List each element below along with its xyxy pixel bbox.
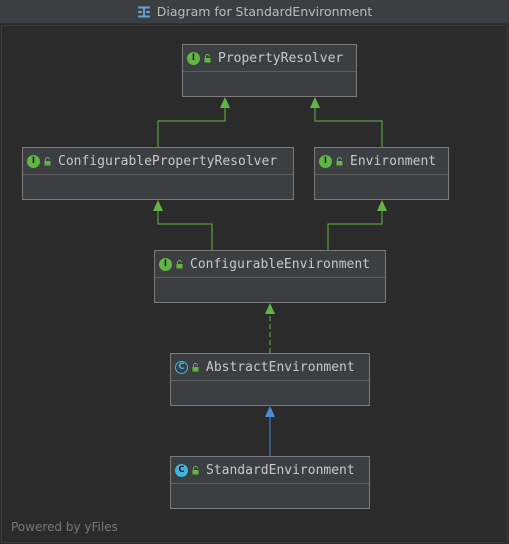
node-configurable-property-resolver[interactable]: I ConfigurablePropertyResolver	[22, 147, 294, 200]
lock-icon	[204, 53, 211, 63]
inheritance-edges	[153, 97, 387, 456]
node-label: PropertyResolver	[218, 50, 344, 66]
arrowhead-abstract-environment	[265, 406, 275, 417]
node-members	[315, 175, 448, 200]
node-label: StandardEnvironment	[206, 462, 355, 478]
edge-configurable-environment-to-configurable-property-resolver	[157, 210, 213, 250]
class-icon: C	[175, 463, 188, 477]
node-label: ConfigurableEnvironment	[190, 256, 371, 272]
powered-by-label: Powered by yFiles	[11, 520, 118, 534]
node-members	[23, 175, 293, 200]
edge-configurable-environment-to-environment	[327, 210, 383, 250]
node-standard-environment[interactable]: C StandardEnvironment	[170, 456, 370, 509]
node-label: ConfigurablePropertyResolver	[58, 153, 278, 169]
lock-icon	[44, 156, 51, 166]
interface-icon: I	[187, 51, 200, 65]
lock-icon	[192, 362, 199, 372]
edge-environment-to-property-resolver	[314, 107, 383, 147]
node-property-resolver[interactable]: I PropertyResolver	[182, 44, 357, 97]
lock-icon	[192, 465, 199, 475]
arrowhead-configurable-environment	[265, 303, 275, 314]
arrowhead-property-resolver-right	[310, 97, 320, 108]
node-members	[155, 278, 385, 303]
edge-configurable-property-resolver-to-property-resolver	[157, 107, 226, 147]
node-members	[183, 72, 356, 97]
node-members	[171, 484, 369, 509]
window-title-bar: Diagram for StandardEnvironment	[0, 0, 509, 24]
interface-icon: I	[27, 154, 40, 168]
node-label: Environment	[350, 153, 437, 169]
node-abstract-environment[interactable]: C AbstractEnvironment	[170, 353, 370, 406]
interface-icon: I	[319, 154, 332, 168]
arrowhead-configurable-property-resolver	[153, 200, 163, 211]
lock-icon	[336, 156, 343, 166]
node-members	[171, 381, 369, 406]
diagram-canvas[interactable]: I PropertyResolver I ConfigurablePropert…	[1, 25, 508, 543]
arrowhead-environment	[377, 200, 387, 211]
node-configurable-environment[interactable]: I ConfigurableEnvironment	[154, 250, 386, 303]
diagram-icon	[137, 6, 151, 18]
abstract-class-icon: C	[175, 360, 188, 374]
node-label: AbstractEnvironment	[206, 359, 355, 375]
window-title: Diagram for StandardEnvironment	[156, 4, 373, 19]
node-environment[interactable]: I Environment	[314, 147, 449, 200]
lock-icon	[176, 259, 183, 269]
interface-icon: I	[159, 257, 172, 271]
arrowhead-property-resolver-left	[220, 97, 230, 108]
